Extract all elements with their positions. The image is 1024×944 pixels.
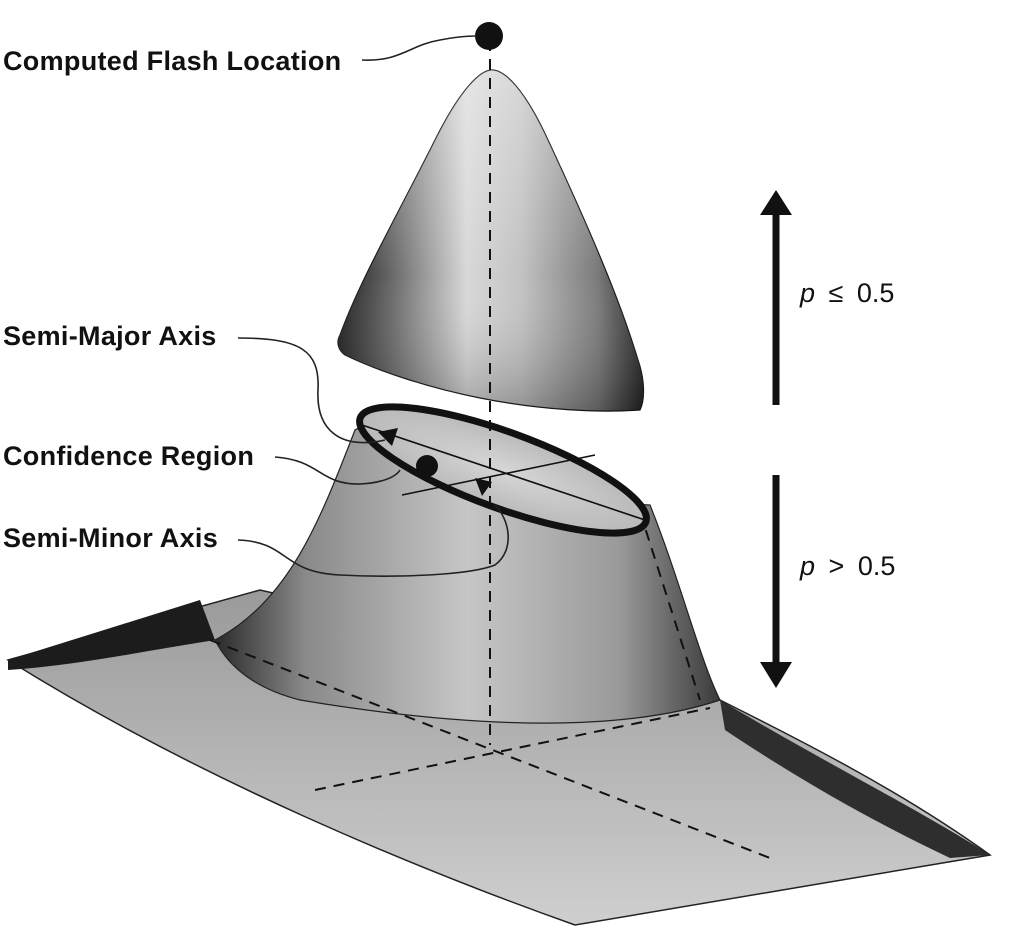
semi-major-arrowhead	[378, 428, 398, 446]
lower-arrow-head	[760, 662, 792, 688]
flash-label: Computed Flash Location	[3, 46, 341, 76]
semi-major-leader-line	[237, 337, 386, 444]
semi-minor-leader-line	[237, 504, 509, 577]
base-plane-right-shadow	[720, 700, 990, 858]
flash-leader-line	[361, 35, 477, 61]
confidence-label: Confidence Region	[3, 441, 254, 471]
semi-major-axis-line	[361, 424, 646, 521]
ellipse-center-dot	[416, 455, 438, 477]
semi-major-label: Semi-Major Axis	[3, 321, 217, 351]
dashed-grid-line	[639, 511, 701, 701]
dashed-grid-line	[314, 707, 711, 791]
flash-location-dot	[475, 22, 503, 50]
semi-minor-arrowhead	[475, 478, 492, 496]
upper-arrow-label: p ≤ 0.5	[799, 278, 894, 308]
semi-minor-label: Semi-Minor Axis	[3, 523, 218, 553]
dashed-grid-line	[209, 639, 776, 861]
upper-arrow-head	[760, 190, 792, 215]
semi-minor-axis-line	[401, 454, 596, 496]
lower-arrow-label: p > 0.5	[799, 551, 895, 581]
base-plane-left-shadow	[8, 600, 215, 670]
confidence-leader-line	[274, 456, 401, 485]
